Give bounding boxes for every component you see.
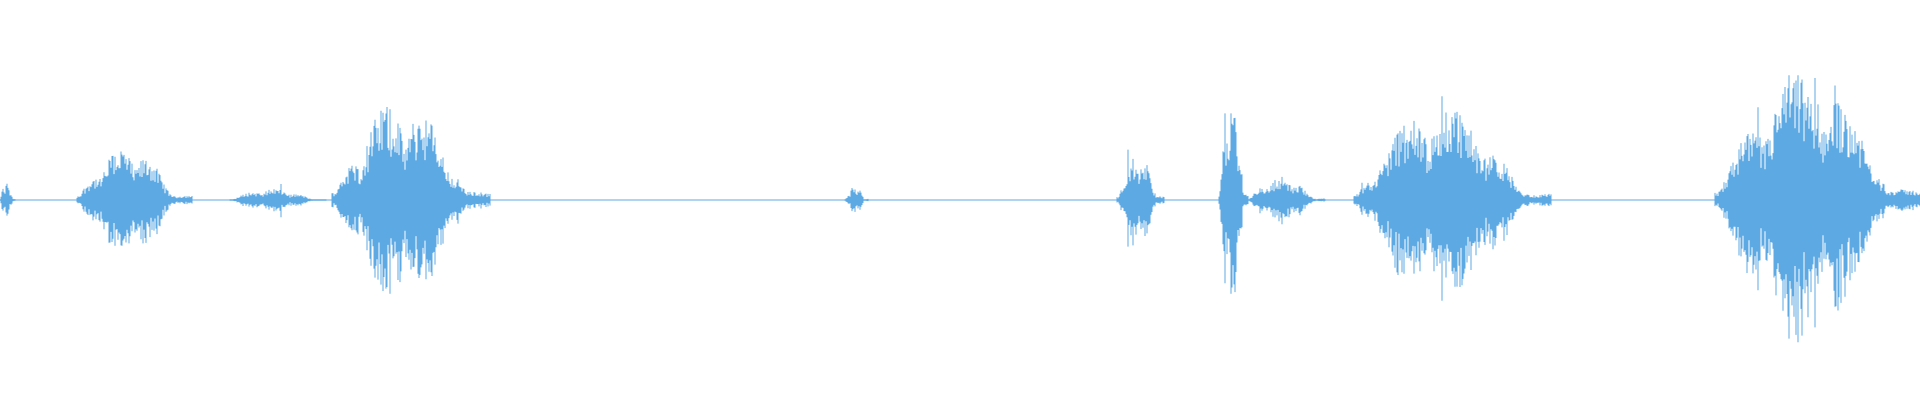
waveform-segment-spike [1218,113,1249,294]
waveform-segment-burst-2 [331,107,491,294]
waveform-segment-path [1116,149,1165,247]
waveform-segment-tail-3 [1247,176,1326,225]
waveform-segment-path [76,151,193,246]
waveform-segment-path [1218,113,1249,294]
waveform-segment-burst-4 [1353,96,1552,301]
waveform-segment-burst-3 [1116,149,1165,247]
waveform-segment-burst-5 [1714,75,1920,343]
waveform-segment-path [1247,176,1326,225]
waveform-segments [0,75,1920,343]
waveform-segment-tail-1 [229,184,327,218]
waveform-segment-path [0,183,16,216]
waveform-segment-lead-in [0,183,16,216]
waveform-segment-blip [844,188,869,212]
waveform-segment-path [1714,75,1920,343]
waveform-segment-path [844,188,869,212]
waveform-segment-path [331,107,491,294]
waveform-segment-path [1353,96,1552,301]
waveform-segment-path [229,184,327,218]
waveform-segment-burst-1 [76,151,193,246]
